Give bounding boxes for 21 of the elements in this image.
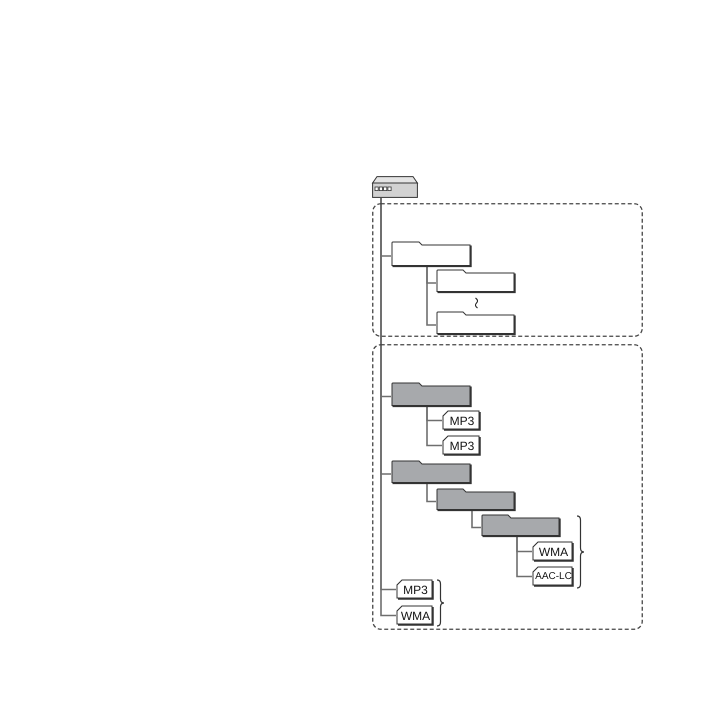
folder-icon: [481, 514, 561, 537]
device-icon: [372, 176, 418, 198]
file-document: AAC-LC: [532, 566, 574, 587]
dashed-group-frame: [372, 344, 643, 630]
folder-icon: [391, 460, 472, 484]
connector-line: [426, 484, 436, 502]
connector-line: [426, 407, 442, 446]
folder-icon: [436, 269, 516, 293]
folder-icon: [436, 311, 516, 335]
file-document: WMA: [396, 605, 434, 626]
file-document: WMA: [532, 541, 574, 562]
folder-icon: [391, 241, 472, 267]
folder-icon: [436, 488, 516, 511]
folder-icon: [391, 382, 472, 407]
connector-line: [471, 511, 481, 528]
connector-line: [516, 537, 532, 578]
file-document: MP3: [442, 410, 481, 431]
file-document: MP3: [442, 435, 481, 456]
dashed-group-frame: [372, 203, 643, 337]
file-document: MP3: [396, 579, 434, 600]
connector-line: [426, 267, 436, 326]
